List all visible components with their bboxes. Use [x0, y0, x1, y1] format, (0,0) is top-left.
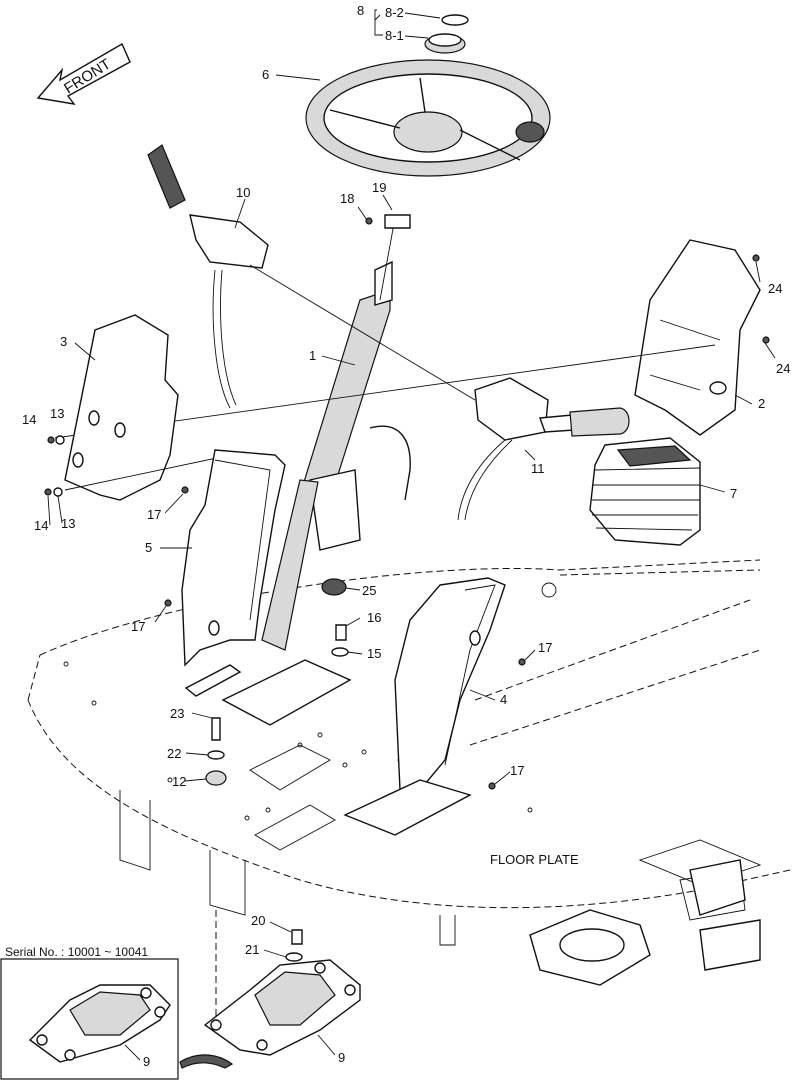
callout-4: 4	[500, 692, 507, 707]
callout-8: 8	[357, 3, 364, 18]
steering-wheel	[305, 59, 551, 177]
callout-16: 16	[367, 610, 381, 625]
serial-label: Serial No. : 10001 ~ 10041	[5, 945, 148, 959]
fasteners	[44, 214, 770, 962]
callout-21: 21	[245, 942, 259, 957]
callout-24-top: 24	[768, 281, 782, 296]
callout-17-a: 17	[147, 507, 161, 522]
callout-3: 3	[60, 334, 67, 349]
callout-9: 9	[338, 1050, 345, 1065]
callout-6: 6	[262, 67, 269, 82]
callout-14-bottom: 14	[34, 518, 48, 533]
callout-23: 23	[170, 706, 184, 721]
callout-17-b: 17	[131, 619, 145, 634]
callout-13-bottom: 13	[61, 516, 75, 531]
steering-column	[184, 217, 411, 726]
callout-19: 19	[372, 180, 386, 195]
callout-24-bottom: 24	[776, 361, 790, 376]
callout-11: 11	[531, 461, 545, 476]
callout-2: 2	[758, 396, 765, 411]
callout-18: 18	[340, 191, 354, 206]
shift-switch-11	[249, 264, 630, 521]
boot-7	[589, 437, 701, 546]
callout-8-2: 8-2	[385, 5, 404, 20]
callout-1: 1	[309, 348, 316, 363]
callout-17-d: 17	[510, 763, 524, 778]
callout-5: 5	[145, 540, 152, 555]
lower-cover-4	[343, 577, 506, 836]
front-arrow: FRONT	[36, 43, 131, 105]
floor-plate-label: FLOOR PLATE	[490, 852, 579, 867]
combination-switch-10	[147, 144, 269, 409]
callout-13-top: 13	[50, 406, 64, 421]
lower-cover-5	[181, 449, 286, 667]
callout-25: 25	[362, 583, 376, 598]
callout-9-inset: 9	[143, 1054, 150, 1069]
callout-labels: 8 8-2 8-1 6 10 19 18 24 24 3 1 2 14 13 1…	[22, 3, 790, 1069]
horn-cap	[424, 14, 469, 54]
serial-inset	[0, 958, 234, 1080]
front-cover-3	[64, 314, 246, 501]
leader-lines	[47, 9, 776, 1061]
callout-10: 10	[236, 185, 250, 200]
callout-14-top: 14	[22, 412, 36, 427]
callout-17-c: 17	[538, 640, 552, 655]
callout-12: 12	[172, 774, 186, 789]
callout-15: 15	[367, 646, 381, 661]
callout-8-1: 8-1	[385, 28, 404, 43]
mount-bracket-9	[203, 910, 361, 1056]
frame-bracket	[529, 859, 761, 986]
callout-20: 20	[251, 913, 265, 928]
callout-7: 7	[730, 486, 737, 501]
callout-22: 22	[167, 746, 181, 761]
